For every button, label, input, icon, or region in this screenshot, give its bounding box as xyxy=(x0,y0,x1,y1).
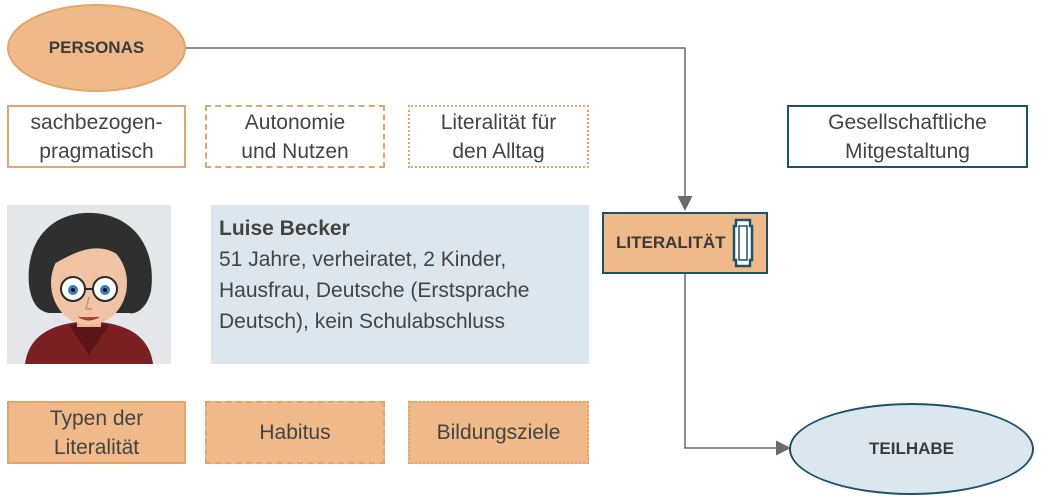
box-autonomie-nutzen: Autonomie und Nutzen xyxy=(205,105,385,168)
arrow-personas-to-literalitaet xyxy=(186,47,693,211)
box-sachbezogen-pragmatisch: sachbezogen- pragmatisch xyxy=(7,105,186,168)
box-literalitaet-alltag-label: Literalität für den Alltag xyxy=(440,110,557,163)
literalitaet-box: LITERALITÄT xyxy=(602,212,768,274)
personas-ellipse: PERSONAS xyxy=(7,4,186,92)
box-bildungsziele-label: Bildungsziele xyxy=(436,421,561,444)
box-autonomie-label: Autonomie und Nutzen xyxy=(241,110,349,163)
literalitaet-label: LITERALITÄT xyxy=(616,233,726,252)
box-gesellschaftliche-mitgestaltung: Gesellschaftliche Mitgestaltung xyxy=(787,105,1028,168)
box-typen-der-literalitaet: Typen der Literalität xyxy=(7,401,186,464)
box-habitus: Habitus xyxy=(205,401,385,464)
box-literalitaet-alltag: Literalität für den Alltag xyxy=(408,105,589,168)
persona-name: Luise Becker xyxy=(219,217,350,240)
woman-avatar-icon xyxy=(25,212,153,364)
box-typen-label: Typen der Literalität xyxy=(49,406,144,459)
persona-description-box: Luise Becker 51 Jahre, verheiratet, 2 Ki… xyxy=(211,205,589,364)
arrow-literalitaet-to-teilhabe xyxy=(684,274,791,456)
box-sachbezogen-label: sachbezogen- pragmatisch xyxy=(30,110,163,163)
persona-details: 51 Jahre, verheiratet, 2 Kinder, Hausfra… xyxy=(219,248,530,333)
box-bildungsziele: Bildungsziele xyxy=(408,401,589,464)
teilhabe-ellipse: TEILHABE xyxy=(789,403,1034,495)
box-habitus-label: Habitus xyxy=(259,421,331,444)
personas-label: PERSONAS xyxy=(48,38,145,57)
box-gesellschaft-label: Gesellschaftliche Mitgestaltung xyxy=(828,110,987,163)
literalitaet-bracket-icon xyxy=(732,218,753,268)
persona-avatar xyxy=(7,205,171,364)
teilhabe-label: TEILHABE xyxy=(869,439,954,458)
